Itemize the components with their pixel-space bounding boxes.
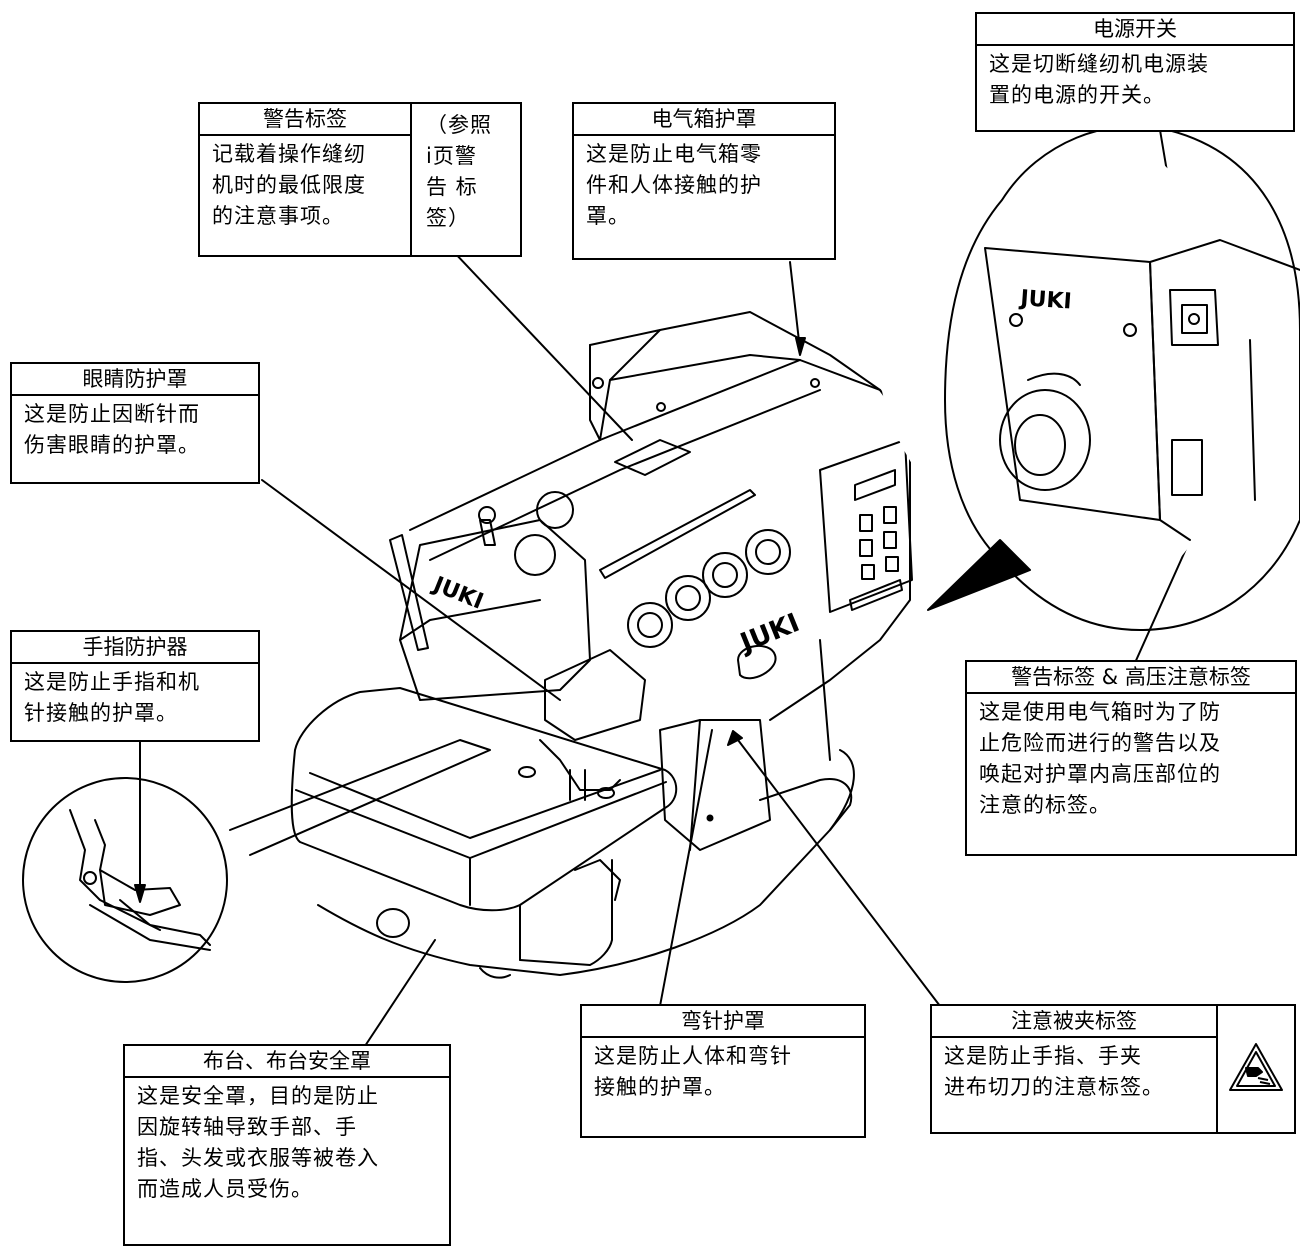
pinch-caution-title: 注意被夹标签: [932, 1006, 1216, 1038]
finger-guard-callout: 手指防护器 这是防止手指和机 针接触的护罩。: [10, 630, 260, 742]
machine-body: [290, 311, 913, 979]
warning-label-description: 记载着操作缝纫 机时的最低限度 的注意事项。: [212, 142, 366, 228]
high-voltage-label-callout: 警告标签 & 高压注意标签 这是使用电气箱时为了防 止危险而进行的警告以及 唤起…: [965, 660, 1297, 856]
power-switch-callout: 电源开关 这是切断缝纫机电源装 置的电源的开关。: [975, 12, 1295, 132]
eye-guard-description: 这是防止因断针而 伤害眼睛的护罩。: [24, 402, 200, 457]
brand-logo-zoom: JUKI: [1018, 286, 1073, 315]
high-voltage-label-description: 这是使用电气箱时为了防 止危险而进行的警告以及 唤起对护罩内高压部位的 注意的标…: [979, 700, 1221, 817]
electrical-box-cover-callout: 电气箱护罩 这是防止电气箱零 件和人体接触的护 罩。: [572, 102, 836, 260]
electrical-box-cover-title: 电气箱护罩: [574, 104, 834, 136]
pinch-caution-callout: 注意被夹标签 这是防止手指、手夹 进布切刀的注意标签。: [930, 1004, 1218, 1134]
warning-label-reference: （参照 i页警 告 标 签）: [426, 113, 492, 230]
electrical-box-cover-description: 这是防止电气箱零 件和人体接触的护 罩。: [586, 142, 762, 228]
looper-cover-description: 这是防止人体和弯针 接触的护罩。: [594, 1044, 792, 1099]
finger-guard-description: 这是防止手指和机 针接触的护罩。: [24, 670, 200, 725]
power-switch-description: 这是切断缝纫机电源装 置的电源的开关。: [989, 52, 1209, 107]
power-switch-title: 电源开关: [977, 14, 1293, 46]
warning-label-callout: 警告标签 记载着操作缝纫 机时的最低限度 的注意事项。: [198, 102, 412, 257]
warning-label-ref-box: （参照 i页警 告 标 签）: [410, 102, 522, 257]
pinch-caution-symbol-box: [1216, 1004, 1296, 1134]
eye-guard-callout: 眼睛防护罩 这是防止因断针而 伤害眼睛的护罩。: [10, 362, 260, 484]
tension-knobs: [627, 529, 791, 648]
brand-logo-body: JUKI: [735, 608, 804, 659]
pinch-warning-icon: [1229, 1043, 1283, 1091]
high-voltage-label-title: 警告标签 & 高压注意标签: [967, 662, 1295, 694]
pinch-caution-description: 这是防止手指、手夹 进布切刀的注意标签。: [944, 1044, 1164, 1099]
finger-guard-title: 手指防护器: [12, 632, 258, 664]
warning-label-title: 警告标签: [200, 104, 410, 136]
finger-guard-zoom: [22, 739, 491, 983]
table-cover-description: 这是安全罩，目的是防止 因旋转轴导致手部、手 指、头发或衣服等被卷入 而造成人员…: [137, 1084, 379, 1201]
table-cover-title: 布台、布台安全罩: [125, 1046, 449, 1078]
looper-cover-title: 弯针护罩: [582, 1006, 864, 1038]
power-switch-zoom: [875, 117, 1300, 636]
table-cover-callout: 布台、布台安全罩 这是安全罩，目的是防止 因旋转轴导致手部、手 指、头发或衣服等…: [123, 1044, 451, 1246]
looper-cover-callout: 弯针护罩 这是防止人体和弯针 接触的护罩。: [580, 1004, 866, 1138]
eye-guard-title: 眼睛防护罩: [12, 364, 258, 396]
